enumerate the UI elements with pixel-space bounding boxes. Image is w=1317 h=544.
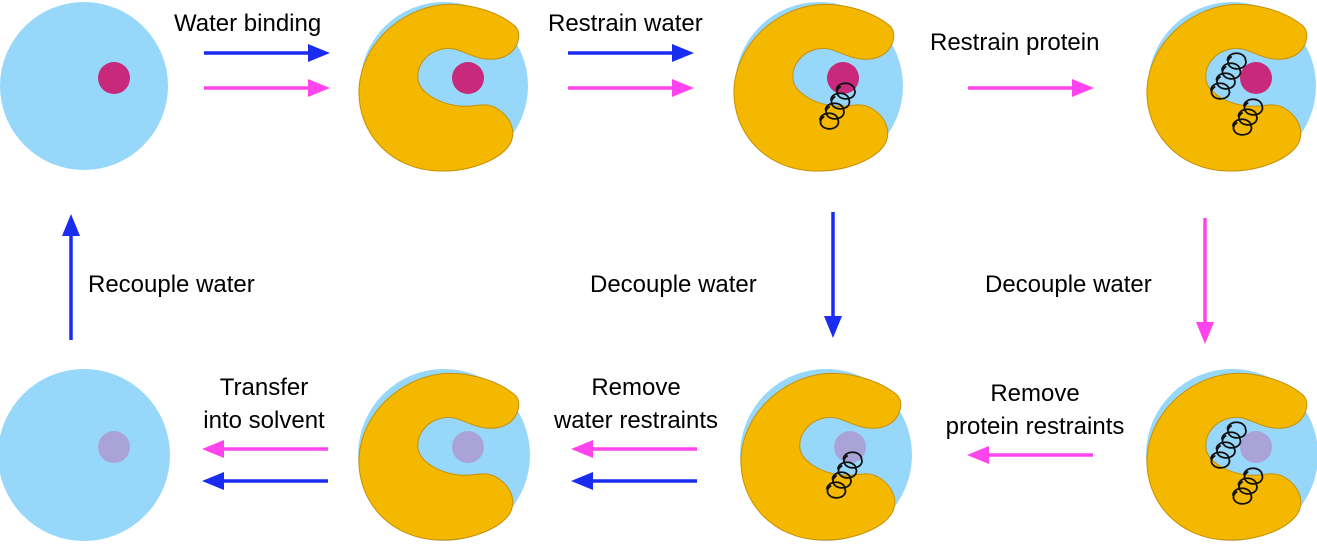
label-remove-protein-restraints-line1: Remove [990, 380, 1080, 407]
arrow-decouple-water-magenta [1196, 218, 1214, 344]
state-complex-protein-restrained [1146, 2, 1316, 172]
arrow-transfer-blue [202, 472, 328, 490]
arrow-restrain-water-blue [568, 44, 694, 62]
label-decouple-water-left: Decouple water [590, 271, 757, 298]
restraint-spring-lower [1232, 98, 1264, 136]
arrow-recouple-water-blue [62, 214, 80, 340]
ligand-coupled [98, 62, 130, 94]
ligand-decoupled [98, 431, 130, 463]
label-restrain-water: Restrain water [548, 10, 703, 37]
arrow-remove-water-restraints-blue [571, 472, 697, 490]
arrow-transfer-magenta [202, 440, 328, 458]
arrow-water-binding-blue [204, 44, 330, 62]
label-restrain-protein: Restrain protein [930, 29, 1100, 56]
restraint-spring [819, 82, 856, 130]
state-complex-protein-restrained-decoupled [1146, 369, 1317, 541]
label-transfer-line2: into solvent [203, 407, 325, 434]
ligand-decoupled [452, 431, 484, 463]
restraint-spring-upper [1210, 52, 1247, 100]
ligand-coupled [452, 62, 484, 94]
state-complex-water-restrained-decoupled [740, 369, 912, 541]
arrow-restrain-water-magenta [568, 79, 694, 97]
label-remove-protein-restraints: Remove protein restraints [920, 380, 1150, 441]
arrow-water-binding-magenta [204, 79, 330, 97]
arrow-remove-water-restraints-magenta [571, 440, 697, 458]
water-sphere [0, 2, 168, 170]
ligand-coupled [1240, 62, 1272, 94]
label-remove-water-restraints-line2: water restraints [553, 407, 719, 434]
state-complex-decoupled [358, 369, 530, 541]
arrow-remove-protein-restraints-magenta [967, 446, 1093, 464]
label-remove-water-restraints: Remove water restraints [530, 374, 742, 435]
state-ligand-in-water [0, 2, 168, 170]
restraint-spring-upper [1210, 421, 1247, 469]
label-recouple-water: Recouple water [88, 271, 255, 298]
ligand-decoupled [834, 431, 866, 463]
restraint-spring [826, 451, 863, 499]
label-water-binding: Water binding [174, 10, 322, 37]
label-transfer-into-solvent: Transfer into solvent [184, 374, 344, 435]
label-transfer-line1: Transfer [219, 374, 309, 401]
label-remove-protein-restraints-line2: protein restraints [945, 413, 1125, 440]
state-complex-water-restrained [733, 2, 903, 172]
state-complex-bound [358, 2, 528, 172]
state-ligand-decoupled-in-water [0, 369, 170, 541]
ligand-coupled [827, 62, 859, 94]
arrow-restrain-protein-magenta [968, 79, 1094, 97]
label-remove-water-restraints-line1: Remove [591, 374, 681, 401]
label-decouple-water-right: Decouple water [985, 271, 1152, 298]
restraint-spring-lower [1232, 467, 1264, 505]
water-sphere [0, 369, 170, 541]
ligand-decoupled [1240, 431, 1272, 463]
arrow-decouple-water-blue [824, 212, 842, 338]
